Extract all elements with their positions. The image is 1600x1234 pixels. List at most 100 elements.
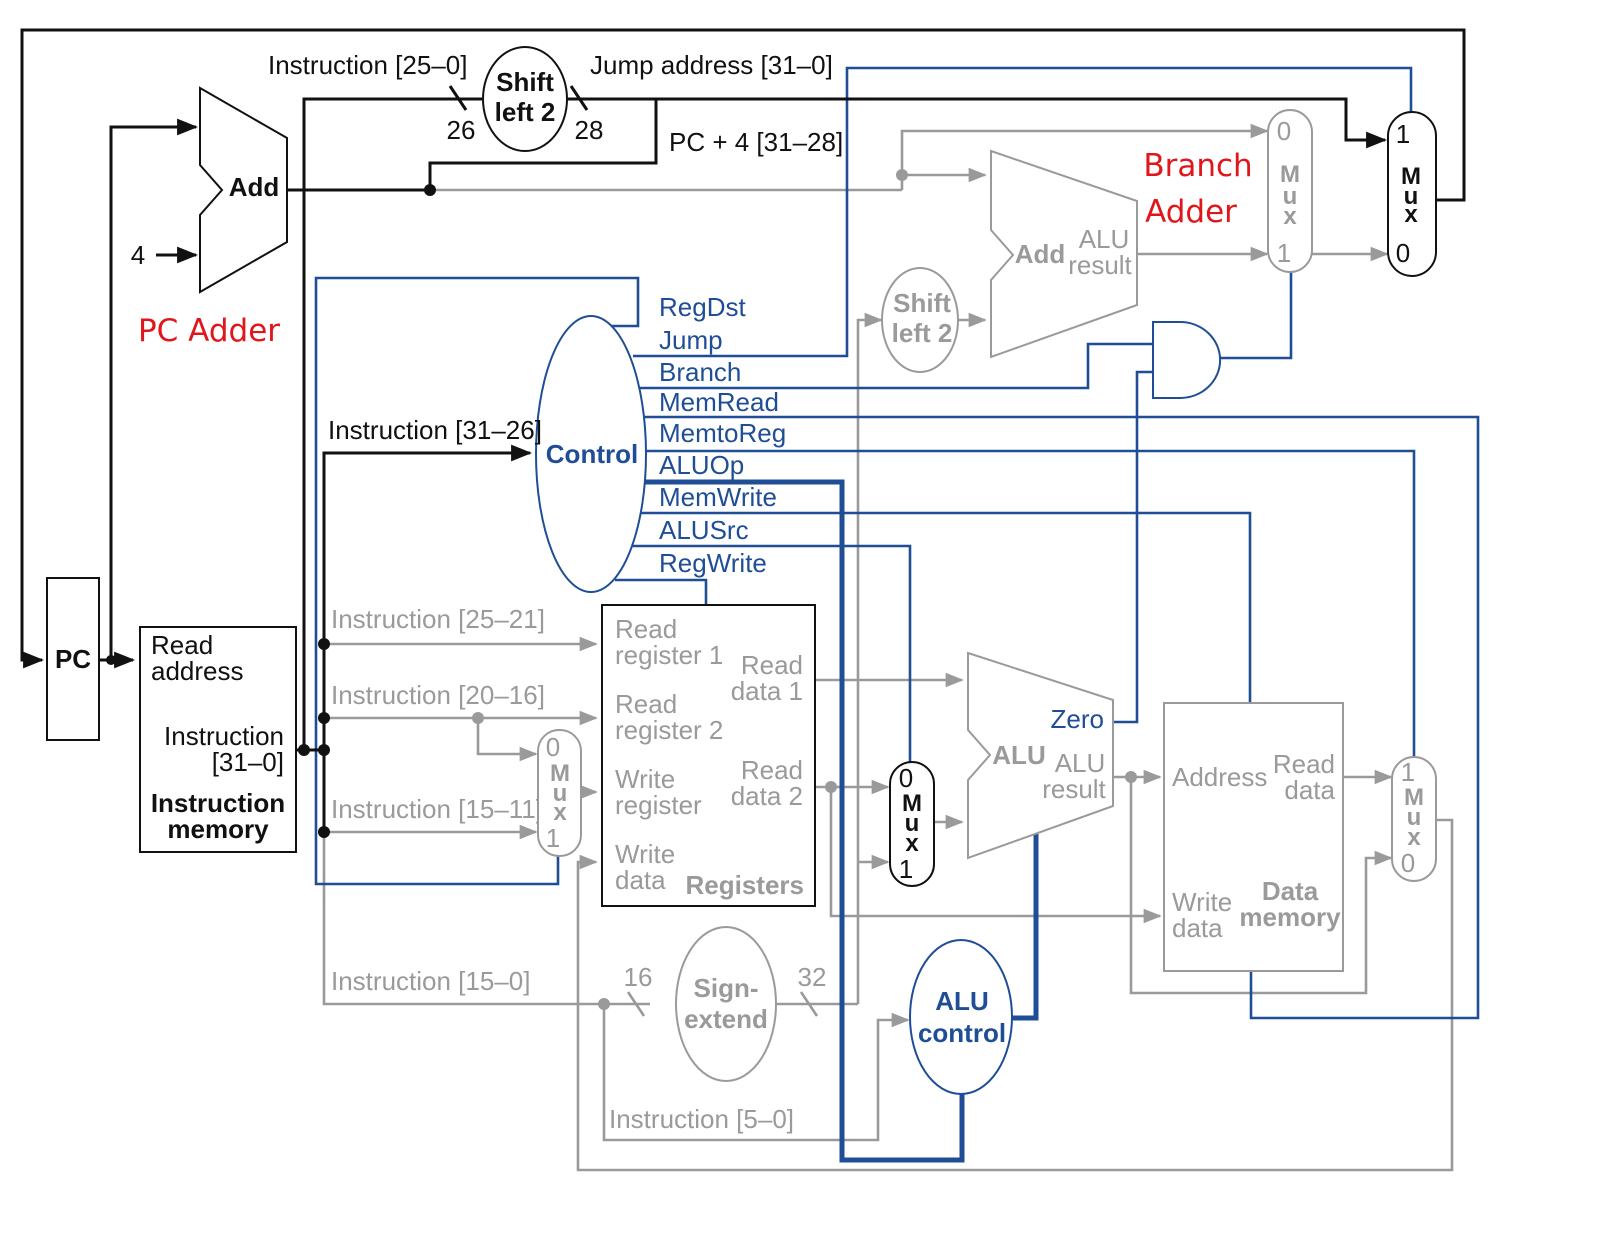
read-data-1-label: Read <box>741 650 803 680</box>
alu-result-label-2: result <box>1042 774 1106 804</box>
alusrc-mux: 0 M u x 1 <box>889 761 935 887</box>
jump-mux-m: M <box>1401 163 1421 190</box>
jump-shift-label-2: left 2 <box>495 97 556 127</box>
write-register-label: Write <box>615 764 675 794</box>
regdst-mux-u: u <box>553 780 568 807</box>
main-alu: ALU ALU result Zero <box>967 651 1114 860</box>
alu-label: ALU <box>992 740 1045 770</box>
alusrc-mux-m: M <box>902 790 922 817</box>
alu-control-label-2: control <box>918 1018 1006 1048</box>
branch-adder-result-label: result <box>1068 250 1132 280</box>
read-address-label-2: address <box>151 656 244 686</box>
junction-dots <box>106 169 1137 1010</box>
pc-adder-add-label: Add <box>229 172 280 202</box>
memwrite-signal: MemWrite <box>659 482 777 512</box>
sign-extend-label: Sign- <box>694 973 759 1003</box>
aluop-signal: ALUOp <box>659 450 744 480</box>
regdst-mux-m: M <box>550 760 570 787</box>
regdst-mux-in0: 0 <box>546 732 560 762</box>
data-memory: Address Read data Write data Data memory <box>1163 702 1344 972</box>
instruction-memory: Read address Instruction [31–0] Instruct… <box>139 626 297 853</box>
jump-mux: 1 M u x 0 <box>1387 111 1437 277</box>
branch-signal: Branch <box>659 357 741 387</box>
control-signal-labels: RegDst Jump Branch MemRead MemtoReg ALUO… <box>659 292 786 578</box>
memtoreg-mux-u: u <box>1407 804 1422 831</box>
instruction-memory-title: Instruction <box>151 788 285 818</box>
width-26-label: 26 <box>447 115 476 145</box>
regdst-mux-in1: 1 <box>546 823 560 853</box>
read-register-2-label: Read <box>615 689 677 719</box>
memread-signal: MemRead <box>659 387 779 417</box>
regwrite-signal: RegWrite <box>659 548 767 578</box>
jump-shift-label: Shift <box>496 67 554 97</box>
instr-15-0-label: Instruction [15–0] <box>331 966 530 996</box>
constant-four: 4 <box>131 240 145 270</box>
branch-shift-label-2: left 2 <box>892 318 953 348</box>
jump-mux-x: x <box>1404 201 1418 228</box>
regdst-mux-x: x <box>553 799 567 826</box>
jump-mux-in1: 1 <box>1396 119 1410 149</box>
memtoreg-mux-in0: 0 <box>1401 848 1415 878</box>
dm-read-data-label: Read <box>1273 749 1335 779</box>
read-register-1-label: Read <box>615 614 677 644</box>
control-wires <box>314 66 1480 1163</box>
control-unit: Control <box>535 315 647 593</box>
alusrc-mux-in1: 1 <box>899 854 913 884</box>
regdst-signal: RegDst <box>659 292 746 322</box>
width-28-label: 28 <box>575 115 604 145</box>
branch-mux-in1: 1 <box>1277 238 1291 268</box>
instruction-memory-title-2: memory <box>167 814 269 844</box>
inactive-wires <box>322 123 1454 1172</box>
memtoreg-mux-m: M <box>1404 784 1424 811</box>
memtoreg-mux: 1 M u x 0 <box>1391 756 1437 882</box>
alusrc-mux-u: u <box>905 810 920 837</box>
read-data-1-label-2: data 1 <box>731 676 803 706</box>
branch-and-gate <box>1152 321 1222 399</box>
pc-adder: Add <box>199 86 288 294</box>
instr-5-0-label: Instruction [5–0] <box>609 1104 794 1134</box>
branch-adder-add-label: Add <box>1015 239 1066 269</box>
pc-register: PC <box>46 577 100 741</box>
write-data-label: Write <box>615 839 675 869</box>
read-register-1-label-2: register 1 <box>615 640 723 670</box>
pc4-31-28-label: PC + 4 [31–28] <box>669 127 843 157</box>
data-memory-title-2: memory <box>1239 902 1341 932</box>
pc-label: PC <box>55 644 91 674</box>
alu-result-label: ALU <box>1055 748 1106 778</box>
dm-write-data-label-2: data <box>1172 913 1223 943</box>
instr-25-0-label: Instruction [25–0] <box>268 50 467 80</box>
branch-adder-annotation-2: Adder <box>1145 194 1237 230</box>
jump-mux-u: u <box>1404 183 1419 210</box>
write-register-label-2: register <box>615 790 702 820</box>
branch-shift-left-2: Shift left 2 <box>881 267 959 373</box>
branch-adder-alu-label: ALU <box>1079 224 1130 254</box>
alusrc-mux-in0: 0 <box>899 763 913 793</box>
dm-address-label: Address <box>1172 762 1267 792</box>
branch-adder-annotation: Branch <box>1143 148 1252 184</box>
alu-control-label: ALU <box>935 986 988 1016</box>
read-data-2-label: Read <box>741 755 803 785</box>
branch-mux-m: M <box>1280 161 1300 188</box>
read-register-2-label-2: register 2 <box>615 715 723 745</box>
memtoreg-mux-x: x <box>1407 824 1421 851</box>
alusrc-mux-x: x <box>905 830 919 857</box>
jump-shift-left-2: Shift left 2 <box>482 46 568 152</box>
read-address-label: Read <box>151 630 213 660</box>
regdst-mux: 0 M u x 1 <box>537 729 582 857</box>
alu-control: ALU control <box>909 939 1013 1095</box>
pc-adder-annotation: PC Adder <box>138 313 280 349</box>
instr-25-21-label: Instruction [25–21] <box>331 604 545 634</box>
write-data-label-2: data <box>615 865 666 895</box>
read-data-2-label-2: data 2 <box>731 781 803 811</box>
branch-mux: 0 M u x 1 <box>1267 109 1313 273</box>
branch-mux-in0: 0 <box>1277 116 1291 146</box>
width-16-label: 16 <box>624 962 653 992</box>
dm-read-data-label-2: data <box>1284 775 1335 805</box>
dm-write-data-label: Write <box>1172 887 1232 917</box>
instr-15-11-label: Instruction [15–11] <box>331 794 543 824</box>
control-label: Control <box>546 439 638 469</box>
instr-31-26-label: Instruction [31–26] <box>328 415 542 445</box>
zero-flag-label: Zero <box>1051 704 1104 734</box>
jump-signal: Jump <box>659 325 723 355</box>
